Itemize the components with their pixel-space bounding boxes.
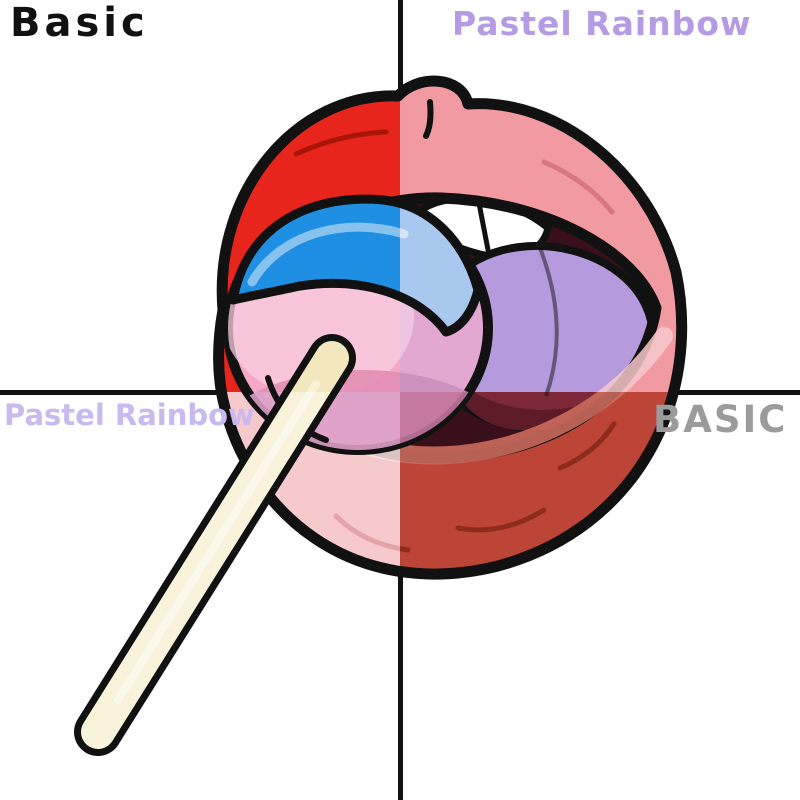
label-tr: Pastel Rainbow <box>452 4 752 43</box>
label-tl: Basic <box>10 0 149 46</box>
label-bl: Pastel Rainbow <box>4 398 255 432</box>
label-br: BASIC <box>653 398 788 441</box>
